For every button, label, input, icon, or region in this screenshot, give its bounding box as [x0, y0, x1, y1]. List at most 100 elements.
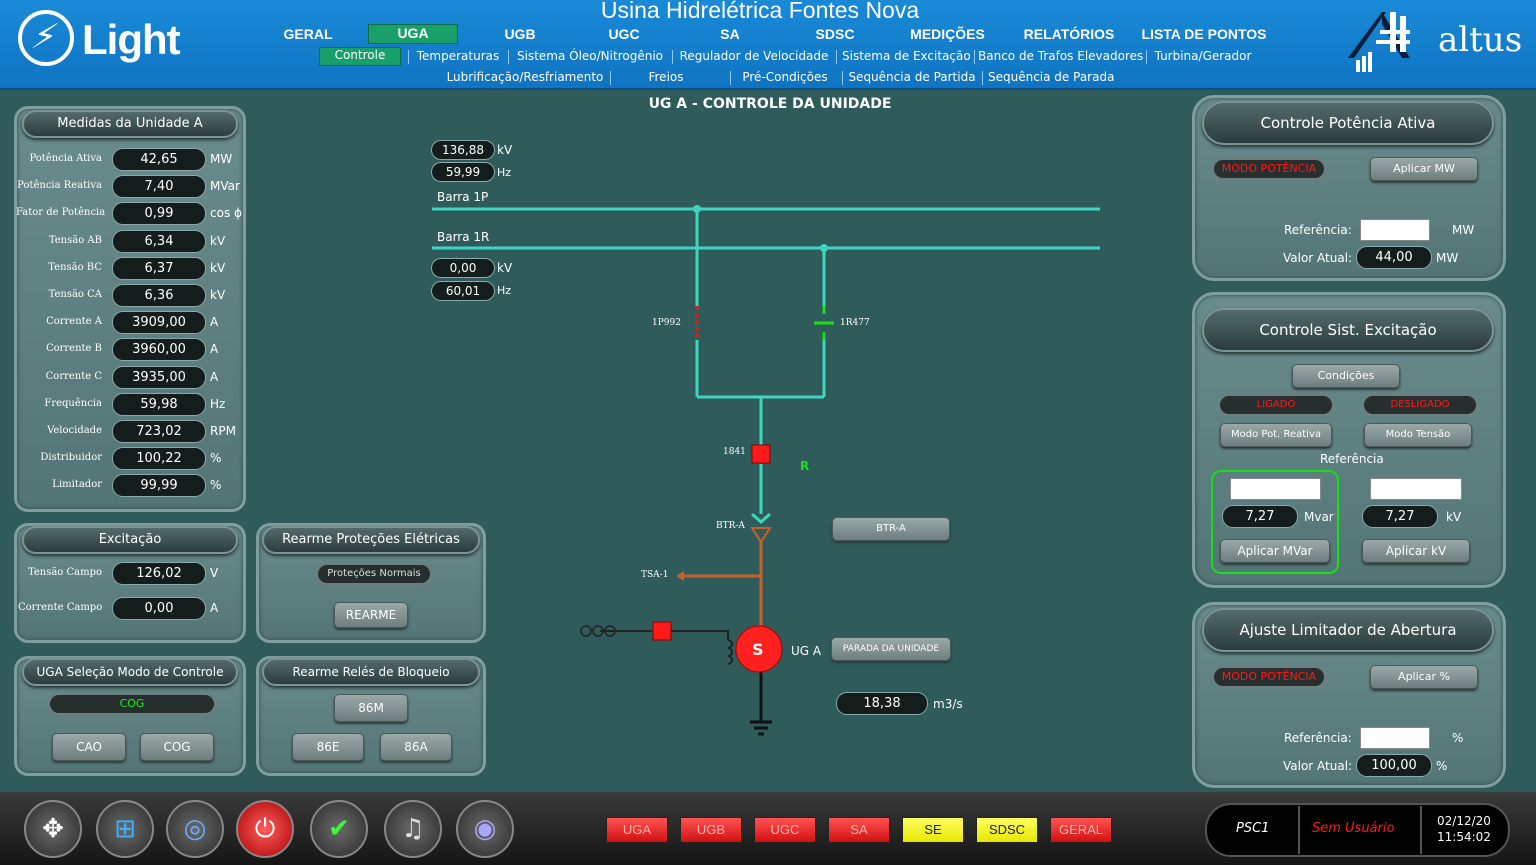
- modo-tensao-button[interactable]: Modo Tensão: [1364, 423, 1472, 447]
- rearme-protecoes-title: Rearme Proteções Elétricas: [262, 526, 480, 554]
- windows-icon[interactable]: ⊞: [96, 800, 154, 858]
- speaker-icon[interactable]: ♫: [384, 800, 442, 858]
- bus1-frequency-value: 59,99: [431, 162, 495, 182]
- tab-seq-partida[interactable]: Sequência de Partida: [848, 70, 976, 84]
- switch-1r477-icon[interactable]: [814, 306, 834, 340]
- menu-relatorios[interactable]: RELATÓRIOS: [1023, 26, 1115, 42]
- tab-seq-parada[interactable]: Sequência de Parada: [988, 70, 1115, 84]
- aplicar-mvar-button[interactable]: Aplicar MVar: [1220, 539, 1330, 563]
- tab-excitacao[interactable]: Sistema de Excitação: [842, 49, 971, 63]
- switch-1r477-label: 1R477: [840, 318, 870, 328]
- ref-mvar-input[interactable]: [1230, 478, 1321, 500]
- ref-kv-input[interactable]: [1370, 478, 1462, 500]
- desligado-indicator[interactable]: DESLIGADO: [1362, 394, 1478, 416]
- rearme-button[interactable]: REARME: [334, 602, 408, 628]
- ref-mw-input[interactable]: [1360, 219, 1430, 241]
- footer-sdsc-button[interactable]: SDSC: [976, 817, 1038, 843]
- tab-sistema-oleo[interactable]: Sistema Óleo/Nitrogênio: [516, 49, 663, 63]
- 86m-button[interactable]: 86M: [334, 694, 408, 722]
- limitador-ref-input[interactable]: [1360, 727, 1430, 749]
- actual-mw-value: 44,00: [1356, 246, 1432, 269]
- breaker-1841-icon[interactable]: [751, 444, 771, 464]
- generator-symbol: S: [752, 640, 764, 659]
- camera-icon[interactable]: ◉: [456, 800, 514, 858]
- medida-label: Tensão BC: [48, 261, 102, 273]
- limitador-title: Ajuste Limitador de Abertura: [1202, 608, 1494, 652]
- menu-medicoes[interactable]: MEDIÇÕES: [910, 26, 985, 42]
- light-logo: ⚡ Light: [18, 10, 188, 72]
- medidas-panel: [14, 106, 246, 512]
- tab-controle[interactable]: Controle: [319, 47, 401, 66]
- aplicar-kv-button[interactable]: Aplicar kV: [1362, 539, 1470, 563]
- header-bar: ⚡ Light Usina Hidrelétrica Fontes Nova G…: [0, 0, 1536, 90]
- power-icon[interactable]: ⏻: [236, 800, 294, 858]
- medida-unit: A: [210, 342, 219, 357]
- switch-1p992-label: 1P992: [652, 318, 681, 328]
- tab-pre-condicoes[interactable]: Pré-Condições: [742, 70, 828, 84]
- medida-value: 3909,00: [112, 311, 206, 335]
- protecoes-status: Proteções Normais: [316, 563, 432, 585]
- 86e-button[interactable]: 86E: [292, 733, 364, 761]
- medida-unit: A: [210, 369, 219, 384]
- tab-regulador[interactable]: Regulador de Velocidade: [679, 49, 829, 63]
- bus-1p-label: Barra 1P: [437, 190, 489, 204]
- navigate-arrows-icon[interactable]: ✥: [24, 800, 82, 858]
- footer-geral-button[interactable]: GERAL: [1050, 817, 1112, 843]
- tab-freios[interactable]: Freios: [648, 70, 684, 84]
- switch-1p992-icon[interactable]: [694, 306, 700, 340]
- btr-a-button[interactable]: BTR-A: [832, 517, 950, 541]
- checkmark-icon[interactable]: ✔: [310, 800, 368, 858]
- medida-value: 0,99: [112, 202, 206, 226]
- app-title: Usina Hidrelétrica Fontes Nova: [600, 0, 920, 23]
- menu-lista-pontos[interactable]: LISTA DE PONTOS: [1141, 26, 1267, 42]
- 86a-button[interactable]: 86A: [380, 733, 452, 761]
- bus2-frequency-unit: Hz: [497, 284, 512, 297]
- cao-button[interactable]: CAO: [52, 733, 126, 761]
- limitador-ref-label: Referência:: [1284, 731, 1352, 745]
- medida-label: Potência Ativa: [29, 153, 102, 164]
- medida-label: Corrente B: [45, 343, 102, 355]
- medida-label: Frequência: [44, 397, 102, 409]
- menu-ugc[interactable]: UGC: [608, 26, 640, 42]
- tab-turbina[interactable]: Turbina/Gerador: [1154, 49, 1252, 63]
- aplicar-percent-button[interactable]: Aplicar %: [1370, 665, 1478, 689]
- menu-sdsc[interactable]: SDSC: [815, 26, 855, 42]
- footer-ugc-button[interactable]: UGC: [754, 817, 816, 843]
- condicoes-button[interactable]: Condições: [1292, 364, 1400, 388]
- modo-pot-reativa-button[interactable]: Modo Pot. Reativa: [1220, 423, 1332, 447]
- medida-value: 100,22: [112, 447, 206, 471]
- medidas-title: Medidas da Unidade A: [22, 110, 238, 138]
- tab-temperaturas[interactable]: Temperaturas: [416, 49, 500, 63]
- breaker-1841-label: 1841: [723, 447, 746, 457]
- parada-unidade-button[interactable]: PARADA DA UNIDADE: [831, 637, 951, 661]
- cog-button[interactable]: COG: [140, 733, 214, 761]
- fingerprint-icon[interactable]: ◎: [166, 800, 224, 858]
- menu-sa[interactable]: SA: [720, 26, 740, 42]
- generator-breaker-icon[interactable]: [652, 621, 672, 641]
- medida-value: 3935,00: [112, 365, 206, 389]
- menu-uga[interactable]: UGA: [368, 24, 458, 44]
- medida-unit: kV: [210, 233, 226, 248]
- aplicar-mw-button[interactable]: Aplicar MW: [1370, 157, 1478, 181]
- menu-geral[interactable]: GERAL: [283, 26, 333, 42]
- tab-trafos[interactable]: Banco de Trafos Elevadores: [978, 49, 1144, 63]
- medida-label: Distribuidor: [40, 452, 102, 464]
- medida-unit: cos ϕ: [210, 206, 242, 221]
- generator-uga-icon[interactable]: [735, 625, 783, 673]
- footer-se-button[interactable]: SE: [902, 817, 964, 843]
- medida-value: 6,36: [112, 284, 206, 307]
- footer-ugb-button[interactable]: UGB: [680, 817, 742, 843]
- bus1-voltage-value: 136,88: [431, 140, 495, 160]
- medida-label: Corrente A: [46, 316, 102, 328]
- rearme-reles-title: Rearme Relés de Bloqueio: [262, 658, 480, 686]
- medida-value: 6,34: [112, 229, 206, 253]
- footer-uga-button[interactable]: UGA: [606, 817, 668, 843]
- corrente-campo-label: Corrente Campo: [18, 602, 103, 613]
- footer-sa-button[interactable]: SA: [828, 817, 890, 843]
- tab-lubrificacao[interactable]: Lubrificação/Resfriamento: [446, 70, 604, 84]
- menu-ugb[interactable]: UGB: [504, 26, 536, 42]
- excitacao-title: Excitação: [22, 526, 238, 554]
- ligado-indicator[interactable]: LIGADO: [1218, 394, 1334, 416]
